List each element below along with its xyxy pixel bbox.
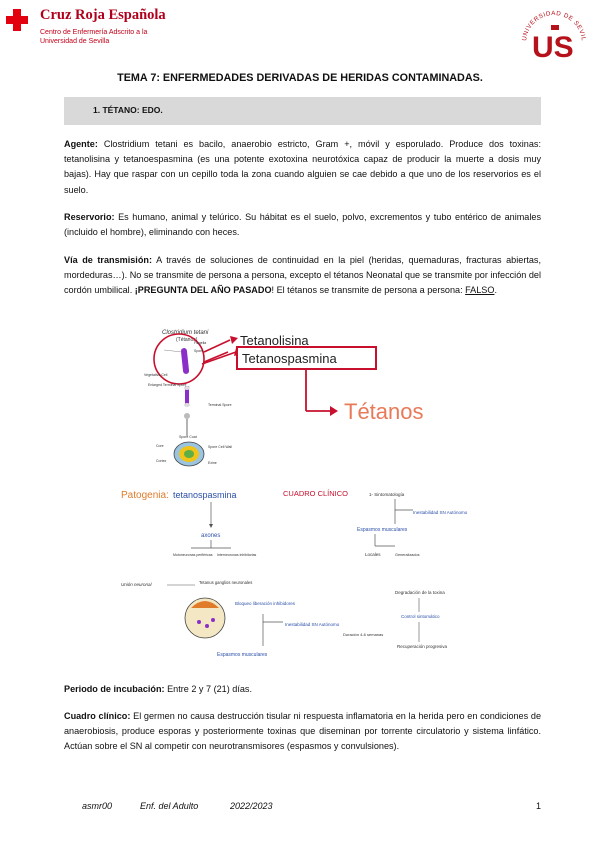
page-number: 1 [536, 801, 542, 811]
exine-label: Exine [208, 461, 217, 465]
cuadro-general-label: Generalizados [395, 553, 420, 557]
right-duracion-label: Duración 4-6 semanas [343, 632, 383, 637]
right-degradacion-label: Degradación de la toxina [395, 590, 445, 595]
reservorio-label: Reservorio: [64, 212, 115, 222]
tetanos-result-label: Tétanos [344, 399, 424, 424]
tetanus-toxins-diagram: Clostridium tetani (Tétanos) Flagella Sp… [124, 324, 480, 482]
lower-instab-label: Inestabilidad SN Autónomo [285, 622, 340, 627]
patogenia-right-label: Interneuronas inhibitorias [217, 553, 257, 557]
cuadro-espasmos-label: Espasmos musculares [357, 527, 408, 533]
patogenia-step: axones [201, 533, 220, 539]
patogenia-title: Patogenia: [121, 490, 169, 501]
vegetative-cell-label: Vegetative Cell [144, 373, 168, 377]
flagella-label: Flagella [194, 341, 206, 345]
footer-year: 2022/2023 [230, 801, 273, 811]
highlight-circle [153, 333, 205, 385]
lower-left-label2: Tetanus ganglios neuronales [199, 580, 252, 585]
clinico-text: El germen no causa destrucción tisular n… [64, 711, 541, 752]
organism-sublabel: (Tétanos) [176, 337, 198, 343]
terminal-spore-label: Terminal Spore [208, 403, 232, 407]
section-heading: 1. TÉTANO: EDO. [93, 105, 163, 115]
section-heading-bar: 1. TÉTANO: EDO. [64, 97, 541, 125]
agente-text: Clostridium tetani es bacilo, anaerobio … [64, 139, 541, 195]
footer-subject: Enf. del Adulto [140, 801, 199, 811]
org-subtitle-line2: Universidad de Sevilla [40, 38, 110, 45]
cuadro-instab-label: Inestabilidad SN Autónomo [413, 510, 468, 515]
paragraph-via-transmision: Vía de transmisión: A través de solucion… [64, 253, 541, 299]
right-recuperacion-label: Recuperación progresiva [397, 644, 448, 649]
university-seal-logo: UNIVERSIDAD DE SEVILLA US [518, 3, 586, 63]
lower-espasmos-label: Espasmos musculares [217, 652, 268, 658]
via-text-1: A través de soluciones de continuidad en… [64, 255, 541, 296]
via-end: . [494, 285, 497, 296]
org-subtitle: Centro de Enfermería Adscrito a la Unive… [40, 28, 147, 46]
via-text-2: ! El tétanos se transmite de persona a p… [271, 285, 466, 296]
via-highlight: ¡PREGUNTA DEL AÑO PASADO [134, 285, 272, 296]
organism-label: Clostridium tetani [162, 330, 209, 336]
agente-label: Agente: [64, 139, 98, 149]
core-label: Core [156, 444, 164, 448]
via-label: Vía de transmisión: [64, 255, 152, 265]
tetanospasmina-label: Tetanospasmina [242, 351, 337, 366]
clinico-label: Cuadro clínico: [64, 711, 131, 721]
cortex-label: Cortex [156, 459, 167, 463]
svg-text:US: US [532, 31, 574, 63]
org-name: Cruz Roja Española [40, 7, 166, 23]
footer-author: asmr00 [82, 801, 113, 811]
paragraph-cuadro-clinico: Cuadro clínico: El germen no causa destr… [64, 709, 541, 755]
incubacion-text: Entre 2 y 7 (21) días. [167, 684, 252, 694]
enlarged-spore-label: Enlarged Terminal Spore [148, 383, 187, 387]
cuadro-title: CUADRO CLÍNICO [283, 489, 348, 498]
pathogenesis-clinical-diagram: Patogenia: tetanospasmina axones Motoneu… [121, 489, 468, 658]
paragraph-agente: Agente: Clostridium tetani es bacilo, an… [64, 137, 541, 198]
paragraph-reservorio: Reservorio: Es humano, animal y telúrico… [64, 210, 541, 240]
tetanolisina-label: Tetanolisina [240, 333, 309, 348]
spore-cell-wall-label: Spore Cell Wall [208, 445, 232, 449]
via-answer: FALSO [465, 285, 495, 296]
cuadro-top-label: 1- Sintomatología [369, 492, 405, 497]
page-title: TEMA 7: ENFERMEDADES DERIVADAS DE HERIDA… [117, 72, 483, 84]
bacillus-cell-icon [180, 348, 190, 374]
tetanospasmina-box [236, 346, 377, 370]
patogenia-toxin: tetanospasmina [173, 490, 237, 500]
reservorio-text: Es humano, animal y telúrico. Su hábitat… [64, 212, 541, 238]
spore-label: Spore [194, 349, 203, 353]
red-cross-icon [6, 9, 28, 31]
right-control-label: Control sintomático [401, 614, 440, 619]
spore-coat-label: Spore Coat [179, 435, 197, 439]
paragraph-incubacion: Periodo de incubación: Entre 2 y 7 (21) … [64, 682, 541, 697]
lower-left-label: Unión neuronal [121, 582, 153, 587]
org-subtitle-line1: Centro de Enfermería Adscrito a la [40, 29, 148, 36]
patogenia-left-label: Motoneuronas periféricas [173, 553, 213, 557]
cuadro-locales-label: Locales [365, 552, 381, 557]
incubacion-label: Periodo de incubación: [64, 684, 165, 694]
bloqueo-label: Bloqueo liberación inhibidores [235, 601, 296, 606]
